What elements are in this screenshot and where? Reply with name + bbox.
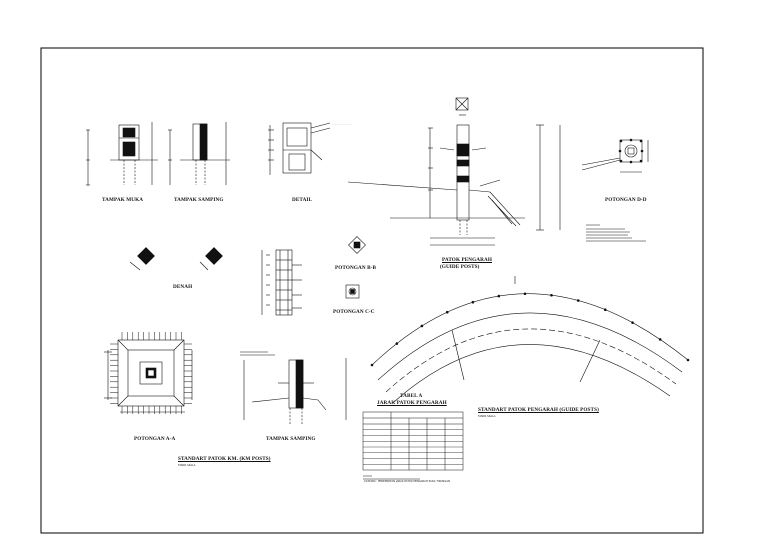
potongan-bb-drawing <box>348 236 366 254</box>
label-potongan-aa: POTONGAN A-A <box>134 436 176 442</box>
potongan-aa-hatch <box>110 332 192 414</box>
guide-post-curve-drawing <box>371 276 689 403</box>
detail-note: . . . . . . . . . . . . . <box>332 123 351 126</box>
table-title-jarak: JARAK PATOK PENGARAH <box>377 400 447 406</box>
guide-post-marker <box>471 300 475 304</box>
detail-drawing <box>268 122 331 175</box>
guide-post-marker <box>631 321 634 324</box>
jarak-table <box>362 411 464 471</box>
label-guide-posts: (GUIDE POSTS) <box>440 264 480 270</box>
label-tampak-samping-bottom: TAMPAK SAMPING <box>266 436 316 442</box>
subtitle-km-scale: TANPA SKALA <box>178 464 196 467</box>
title-standart-patok-pengarah: STANDART PATOK PENGARAH (GUIDE POSTS) <box>478 407 599 413</box>
table-title-a: TABEL A <box>400 393 423 399</box>
rebar-detail-drawing <box>261 249 302 316</box>
guide-post-marker <box>603 308 607 311</box>
potongan-cc-drawing <box>345 284 360 299</box>
guide-post-marker <box>370 363 374 367</box>
patok-pengarah-drawing <box>347 97 561 246</box>
tampak-samping-top-drawing <box>168 122 230 185</box>
guide-post-marker <box>550 293 553 297</box>
label-potongan-cc: POTONGAN C-C <box>333 309 375 315</box>
guide-post-marker <box>497 294 501 298</box>
guide-post-marker <box>395 342 399 345</box>
guide-post-marker <box>523 292 527 296</box>
guide-post-marker <box>576 299 580 302</box>
denah-drawing <box>129 247 223 271</box>
label-detail: DETAIL <box>292 197 313 203</box>
guide-post-marker <box>686 358 690 362</box>
tampak-muka-drawing <box>86 122 158 186</box>
sheet-frame <box>40 47 704 534</box>
title-standart-patok-km: STANDART PATOK KM. (KM POSTS) <box>178 456 271 462</box>
label-tampak-samping-top: TAMPAK SAMPING <box>174 197 224 203</box>
label-tampak-muka: TAMPAK MUKA <box>102 197 144 203</box>
guide-post-markers <box>370 292 690 367</box>
label-patok-pengarah: PATOK PENGARAH <box>442 257 492 263</box>
label-potongan-dd: POTONGAN D-D <box>605 197 647 203</box>
potongan-dd-drawing <box>581 138 649 173</box>
jarak-table-rows <box>363 429 463 465</box>
subtitle-gp-scale: TANPA SKALA <box>478 415 496 418</box>
table-note: CATATAN : PENEMPATAN JARAK PATOK PENGARA… <box>364 480 450 483</box>
guide-post-marker <box>658 338 662 341</box>
potongan-aa-drawing <box>104 339 193 413</box>
tampak-samping-bottom-drawing <box>240 351 347 425</box>
guide-post-marker <box>420 324 424 328</box>
guide-post-marker <box>445 310 449 314</box>
label-denah: DENAH <box>173 284 193 290</box>
label-potongan-bb: POTONGAN B-B <box>335 265 377 271</box>
notes-block <box>586 224 646 242</box>
